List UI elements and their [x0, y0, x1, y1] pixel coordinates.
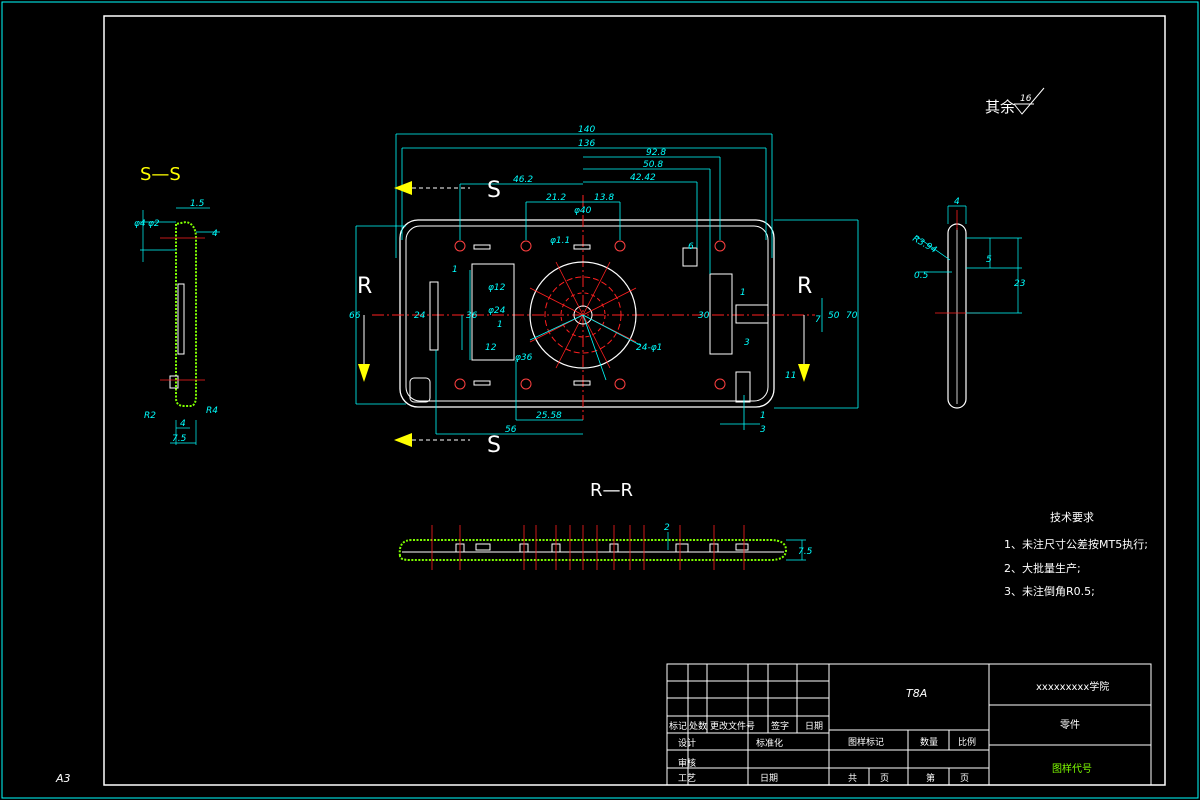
side-dim-4: 4 [954, 197, 960, 207]
section-rr-title: R—R [590, 480, 633, 501]
ss-dim-phi4: φ4 [134, 219, 146, 229]
side-dim-5: 5 [986, 255, 992, 265]
section-s-view: S—S φ4 φ2 1.5 4 R2 R4 4 7.5 [134, 164, 220, 445]
tb-header-mark: 标记 [669, 720, 687, 732]
tb-quantity: 数量 [920, 736, 938, 748]
ss-dim-phi2: φ2 [148, 219, 160, 229]
ss-dim-R4: R4 [206, 406, 218, 416]
side-dim-23: 23 [1014, 279, 1026, 289]
drawing-frame [103, 15, 1166, 786]
dim-24-phi1: 24-φ1 [636, 343, 662, 353]
tb-scale: 比例 [958, 736, 976, 748]
dim-phi36: φ36 [515, 353, 533, 363]
tb-sheet: 第 [926, 772, 935, 784]
tb-check: 审核 [678, 757, 696, 769]
tb-standardization: 标准化 [756, 737, 783, 749]
tech-item-1: 1、未注尺寸公差按MT5执行; [1004, 537, 1148, 551]
tb-date: 日期 [760, 773, 778, 784]
dim-70: 70 [846, 311, 858, 321]
dim-phi24: φ24 [488, 306, 506, 316]
dim-3-bottom: 3 [760, 425, 766, 435]
tb-page2: 页 [960, 773, 969, 784]
cut-label-r-left: R [357, 274, 372, 299]
dim-1-mid: 1 [497, 320, 503, 330]
dim-12: 12 [485, 343, 497, 353]
rr-dim-7-5: 7.5 [798, 547, 813, 557]
dim-92-8: 92.8 [646, 148, 666, 158]
dim-1-right: 1 [740, 288, 746, 298]
tb-header-doc: 更改文件号 [710, 720, 755, 732]
material: T8A [906, 687, 927, 700]
dim-42-42: 42.42 [630, 173, 656, 183]
cut-label-s-bottom: S [487, 433, 501, 458]
dim-phi40: φ40 [574, 206, 592, 216]
part-name: 零件 [1060, 719, 1080, 731]
rr-dim-2: 2 [664, 523, 670, 533]
roughness-value: 16 [1020, 94, 1032, 104]
side-view: 4 R3.94 0.5 5 23 [911, 197, 1026, 409]
dim-6: 6 [688, 242, 694, 252]
dim-50: 50 [828, 311, 840, 321]
tb-page: 页 [880, 773, 889, 784]
dim-46-2: 46.2 [513, 175, 533, 185]
technical-requirements: 技术要求 1、未注尺寸公差按MT5执行; 2、大批量生产; 3、未注倒角R0.5… [1004, 511, 1148, 598]
section-ss-title: S—S [140, 164, 181, 185]
dim-24: 24 [414, 311, 426, 321]
side-dim-0-5: 0.5 [914, 271, 929, 281]
tb-process: 工艺 [678, 773, 696, 784]
tech-item-3: 3、未注倒角R0.5; [1004, 584, 1095, 598]
tb-header-date: 日期 [805, 721, 823, 732]
cut-label-r-right: R [797, 274, 812, 299]
cut-label-s-top: S [487, 178, 501, 203]
sheet-size: A3 [55, 772, 71, 785]
dim-136: 136 [578, 139, 595, 149]
title-block [666, 663, 1152, 786]
dim-11: 11 [785, 371, 796, 381]
dim-25-58: 25.58 [536, 411, 562, 421]
roughness-symbol: 其余 16 [985, 87, 1045, 116]
roughness-prefix: 其余 [985, 98, 1015, 116]
side-dim-R3-94: R3.94 [911, 234, 939, 256]
main-view: S S R R 140 136 92.8 50.8 42.42 46.2 21.… [349, 125, 859, 458]
title-block-text: T8A xxxxxxxxx学院 零件 图样代号 标记 处数 更改文件号 签字 日… [669, 680, 1109, 784]
tb-stage-mark: 图样标记 [848, 736, 884, 748]
tb-header-count: 处数 [689, 720, 707, 732]
dim-3-right: 3 [744, 338, 750, 348]
dim-1-left: 1 [452, 265, 458, 275]
dim-30: 30 [698, 311, 710, 321]
dim-56: 56 [505, 425, 517, 435]
dim-21-2: 21.2 [546, 193, 566, 203]
ss-dim-7-5: 7.5 [172, 434, 187, 444]
ss-dim-1-5: 1.5 [190, 199, 205, 209]
dim-66: 66 [349, 311, 361, 321]
tech-item-2: 2、大批量生产; [1004, 561, 1081, 575]
tb-header-sign: 签字 [771, 720, 789, 732]
dim-phi1-1: φ1.1 [550, 236, 570, 246]
dim-13-8: 13.8 [594, 193, 614, 203]
drawing-number: 图样代号 [1052, 762, 1092, 775]
tb-total: 共 [848, 773, 857, 784]
dim-7: 7 [815, 315, 821, 325]
dim-36: 36 [466, 311, 478, 321]
ss-dim-R2: R2 [144, 411, 156, 421]
dim-140: 140 [578, 125, 595, 135]
dim-phi12: φ12 [488, 283, 506, 293]
dim-1-bottom: 1 [760, 411, 766, 421]
organization: xxxxxxxxx学院 [1036, 680, 1109, 693]
ss-dim-4-bottom: 4 [180, 419, 186, 429]
tb-design: 设计 [678, 737, 696, 749]
ss-dim-4-top: 4 [212, 229, 218, 239]
tech-title: 技术要求 [1050, 511, 1094, 524]
section-r-view: R—R 2 7.5 [398, 480, 813, 570]
dim-50-8: 50.8 [643, 160, 663, 170]
